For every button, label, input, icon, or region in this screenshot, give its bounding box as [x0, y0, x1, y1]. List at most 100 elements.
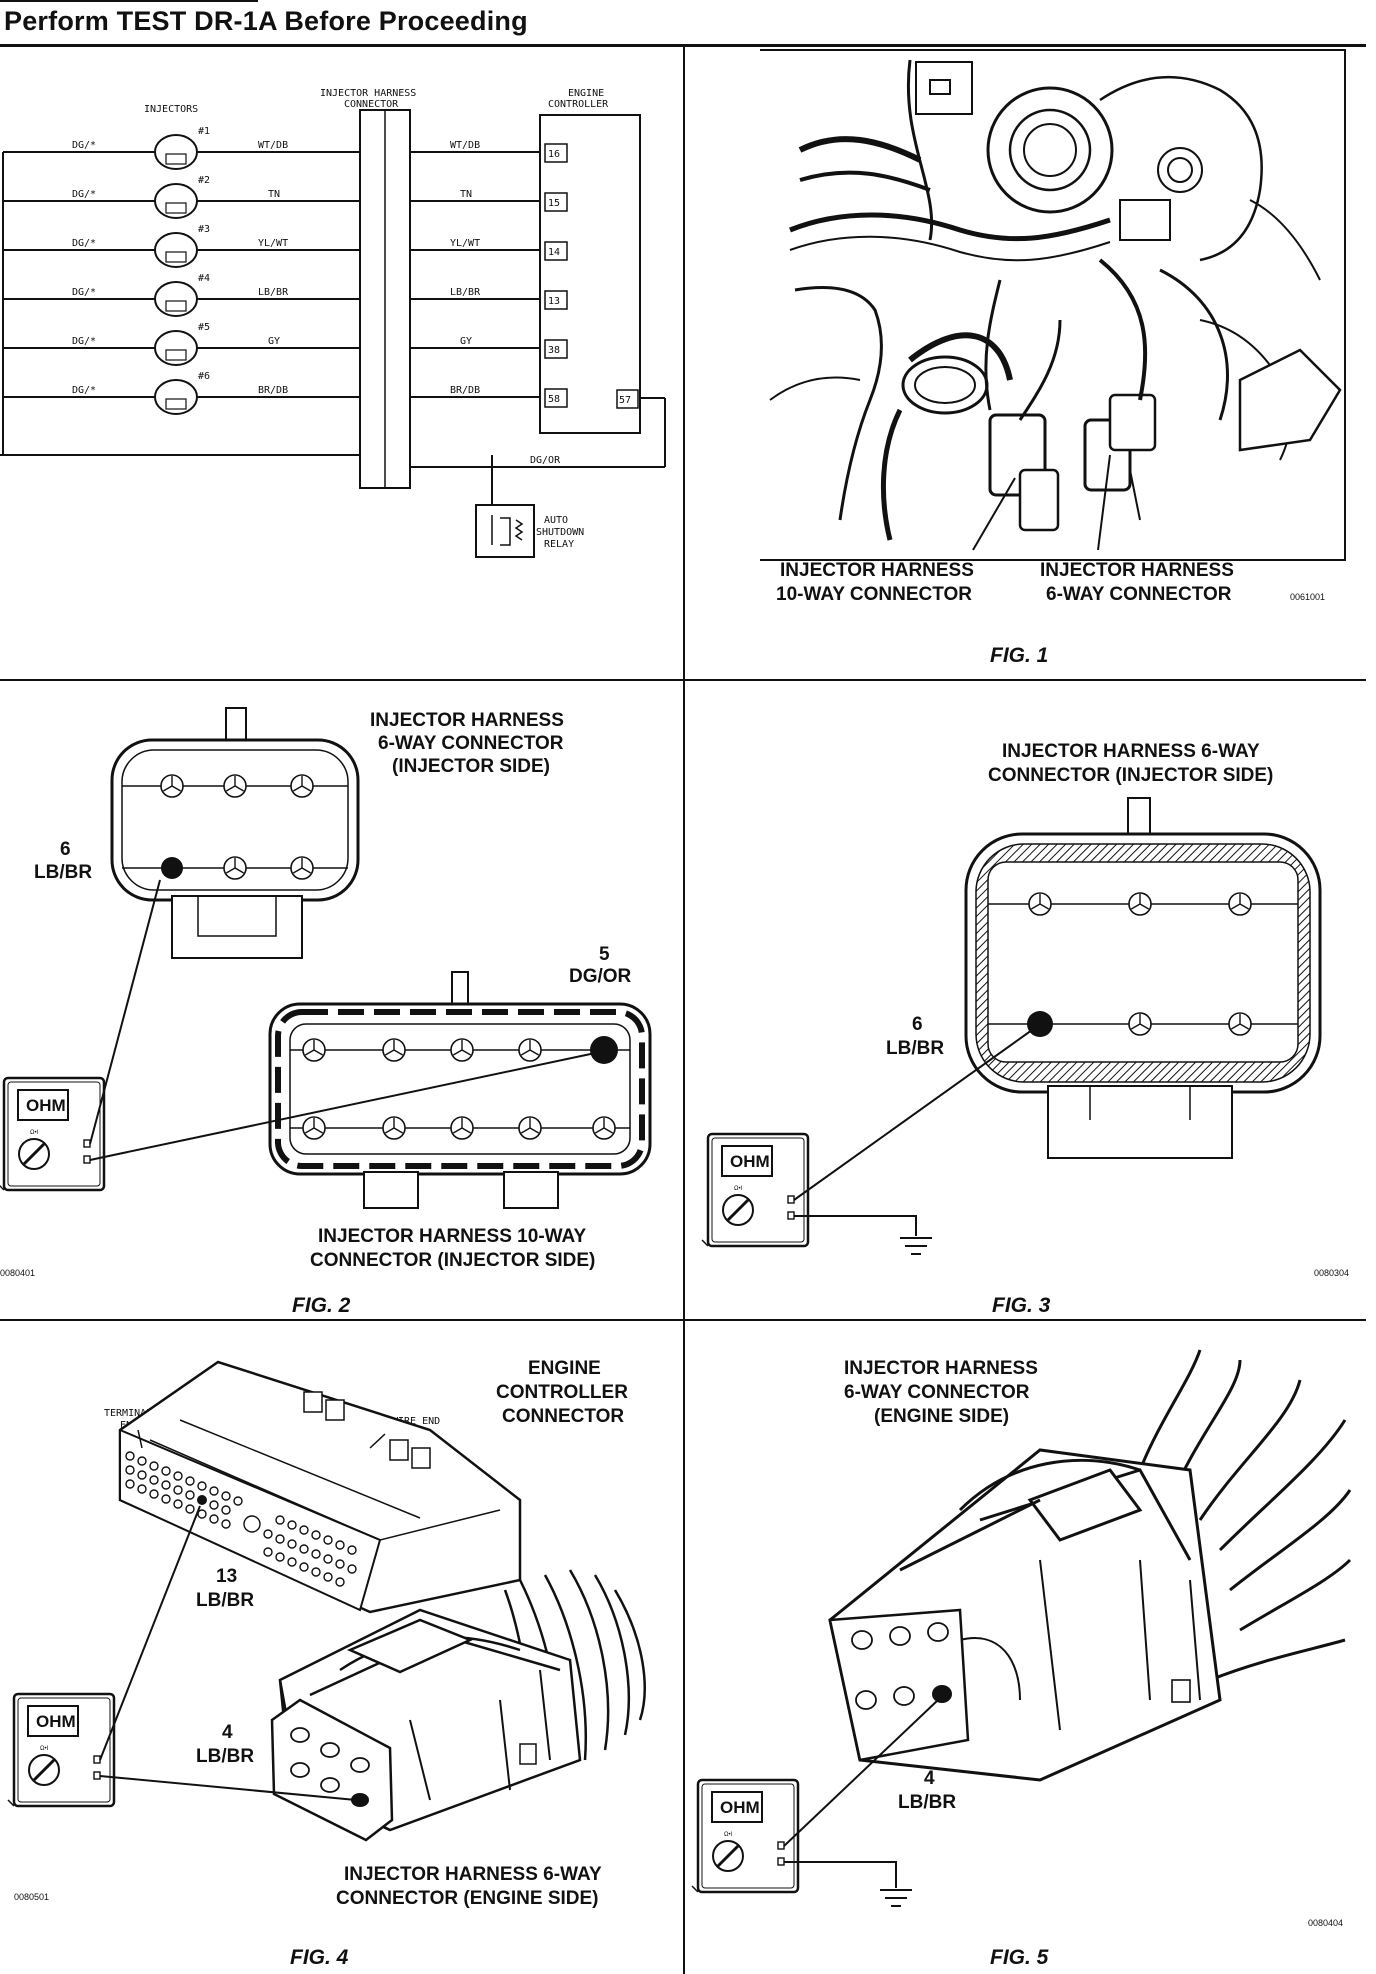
svg-text:58: 58	[548, 394, 560, 405]
leader-6-way	[1097, 454, 1111, 551]
fig4-pin-b-wire: LB/BR	[196, 1746, 254, 1767]
fig5-caption: FIG. 5	[990, 1946, 1049, 1969]
fig4-code: 0080501	[14, 1892, 49, 1902]
fig3-ground-symbol	[900, 1237, 932, 1255]
fig3-six-way-connector	[964, 797, 1322, 1159]
svg-text:SHUTDOWN: SHUTDOWN	[536, 527, 584, 538]
injector-row-2: DG/* #2 TN TN 15	[3, 175, 568, 219]
svg-text:AUTO: AUTO	[544, 515, 568, 526]
fig2-caption: FIG. 2	[292, 1294, 351, 1317]
fig2-pin-5-marker	[590, 1036, 618, 1064]
fig-2-continuity-test: INJECTOR HARNESS 6-WAY CONNECTOR (INJECT…	[0, 707, 652, 1317]
svg-text:6-WAY CONNECTOR: 6-WAY CONNECTOR	[378, 733, 564, 754]
fig4-lead-1	[99, 1505, 201, 1761]
injector-wiring-schematic: INJECTORS INJECTOR HARNESS CONNECTOR ENG…	[0, 88, 666, 558]
svg-text:WT/DB: WT/DB	[258, 140, 288, 151]
svg-text:WT/DB: WT/DB	[450, 140, 480, 151]
header-rule	[0, 44, 1366, 47]
fig5-title: INJECTOR HARNESS	[844, 1358, 1038, 1379]
fig3-ohmmeter: OHM	[700, 1132, 810, 1248]
fig5-connector-face	[828, 1608, 970, 1762]
fig4-wire-end-label: WIRE END	[392, 1416, 440, 1427]
fig3-meter-label: OHM	[730, 1152, 770, 1171]
fig5-pin-wire: LB/BR	[898, 1792, 956, 1813]
svg-text:LB/BR: LB/BR	[450, 287, 481, 298]
page-title: Perform TEST DR-1A Before Proceeding	[4, 6, 528, 36]
harness-connector-label-2: CONNECTOR	[344, 99, 399, 110]
fig3-lead-1	[793, 1029, 1033, 1201]
fig5-code: 0080404	[1308, 1918, 1343, 1928]
fig2-lead-1	[89, 879, 161, 1145]
fig-5-engine-side-short-test: INJECTOR HARNESS 6-WAY CONNECTOR (ENGINE…	[690, 1349, 1352, 1969]
injector-row-6: DG/* #6 BR/DB BR/DB 58	[3, 371, 568, 415]
feed-wire-label: DG/OR	[530, 455, 561, 466]
fig5-pin-num: 4	[924, 1768, 935, 1789]
fig4-ohmmeter: OHM	[6, 1692, 116, 1808]
leader-10-way	[972, 477, 1016, 551]
injector-row-3: DG/* #3 YL/WT YL/WT 14	[3, 224, 568, 268]
fig5-lead-1	[783, 1699, 939, 1847]
fig5-ground-symbol	[880, 1889, 912, 1907]
fig2-ohmmeter: OHM	[0, 1076, 106, 1192]
svg-text:CONNECTOR (INJECTOR SIDE): CONNECTOR (INJECTOR SIDE)	[310, 1250, 595, 1271]
fig3-title: INJECTOR HARNESS 6-WAY	[1002, 741, 1260, 762]
svg-text:38: 38	[548, 345, 560, 356]
svg-text:TN: TN	[460, 189, 472, 200]
fig2-code: 0080401	[0, 1268, 35, 1278]
svg-text:GY: GY	[268, 336, 280, 347]
fig1-label-10-way: INJECTOR HARNESS	[780, 560, 974, 581]
fig1-caption: FIG. 1	[990, 644, 1048, 667]
fig5-meter-label: OHM	[720, 1798, 760, 1817]
svg-text:GY: GY	[460, 336, 472, 347]
fig4-connector-face	[270, 1698, 394, 1842]
fig3-lead-ground	[794, 1215, 917, 1236]
injector-row-4: DG/* #4 LB/BR LB/BR 13	[3, 273, 568, 317]
fig5-ohmmeter: OHM	[690, 1778, 800, 1894]
fig2-bottom-label: INJECTOR HARNESS 10-WAY	[318, 1226, 587, 1247]
fig4-title: ENGINE	[528, 1358, 601, 1379]
controller-label-2: CONTROLLER	[548, 99, 609, 110]
engine-bay-illustration	[760, 49, 1346, 561]
fig1-label-6-way-2: 6-WAY CONNECTOR	[1046, 584, 1232, 605]
svg-text:DG/*: DG/*	[72, 238, 96, 249]
injectors-label: INJECTORS	[144, 104, 198, 115]
injector-row-1: DG/* #1 WT/DB WT/DB 16	[3, 126, 568, 170]
svg-text:DG/*: DG/*	[72, 385, 96, 396]
svg-text:CONNECTOR (INJECTOR SIDE): CONNECTOR (INJECTOR SIDE)	[988, 765, 1273, 786]
fig4-pin-b-num: 4	[222, 1722, 233, 1743]
fig3-pin-wire: LB/BR	[886, 1038, 944, 1059]
svg-text:BR/DB: BR/DB	[450, 385, 480, 396]
svg-text:YL/WT: YL/WT	[258, 238, 288, 249]
svg-text:RELAY: RELAY	[544, 539, 574, 550]
fig3-code: 0080304	[1314, 1268, 1349, 1278]
six-way-connector-injector-side	[110, 707, 360, 959]
fig4-terminal-end-label: TERMINAL	[104, 1408, 152, 1419]
header-top-rule	[0, 0, 258, 2]
fig-4-controller-to-harness-test: ENGINE CONTROLLER CONNECTOR TERMINAL END…	[6, 1358, 646, 1969]
fig2-pin-6-marker	[161, 857, 183, 879]
svg-text:DG/*: DG/*	[72, 287, 96, 298]
fig4-bottom-label: INJECTOR HARNESS 6-WAY	[344, 1864, 602, 1885]
fig1-label-10-way-2: 10-WAY CONNECTOR	[776, 584, 972, 605]
svg-text:16: 16	[548, 149, 560, 160]
fig-1-engine-illustration: INJECTOR HARNESS 10-WAY CONNECTOR INJECT…	[760, 49, 1346, 667]
fig4-pin-4-marker	[351, 1793, 369, 1807]
fig2-pin-a-num: 6	[60, 839, 71, 860]
harness-connector-label: INJECTOR HARNESS	[320, 88, 416, 99]
page-header: Perform TEST DR-1A Before Proceeding	[0, 0, 1376, 47]
svg-text:CONNECTOR (ENGINE SIDE): CONNECTOR (ENGINE SIDE)	[336, 1888, 599, 1909]
fig1-label-6-way: INJECTOR HARNESS	[1040, 560, 1234, 581]
svg-text:6-WAY CONNECTOR: 6-WAY CONNECTOR	[844, 1382, 1030, 1403]
svg-text:DG/*: DG/*	[72, 189, 96, 200]
svg-text:#1: #1	[198, 126, 210, 137]
svg-text:DG/*: DG/*	[72, 336, 96, 347]
fig4-meter-label: OHM	[36, 1712, 76, 1731]
svg-text:BR/DB: BR/DB	[258, 385, 288, 396]
fig2-meter-label: OHM	[26, 1096, 66, 1115]
svg-text:15: 15	[548, 198, 560, 209]
svg-text:#4: #4	[198, 273, 210, 284]
svg-text:#6: #6	[198, 371, 210, 382]
ten-way-connector-injector-side	[268, 971, 652, 1209]
auto-shutdown-relay: AUTO SHUTDOWN RELAY	[475, 455, 584, 558]
